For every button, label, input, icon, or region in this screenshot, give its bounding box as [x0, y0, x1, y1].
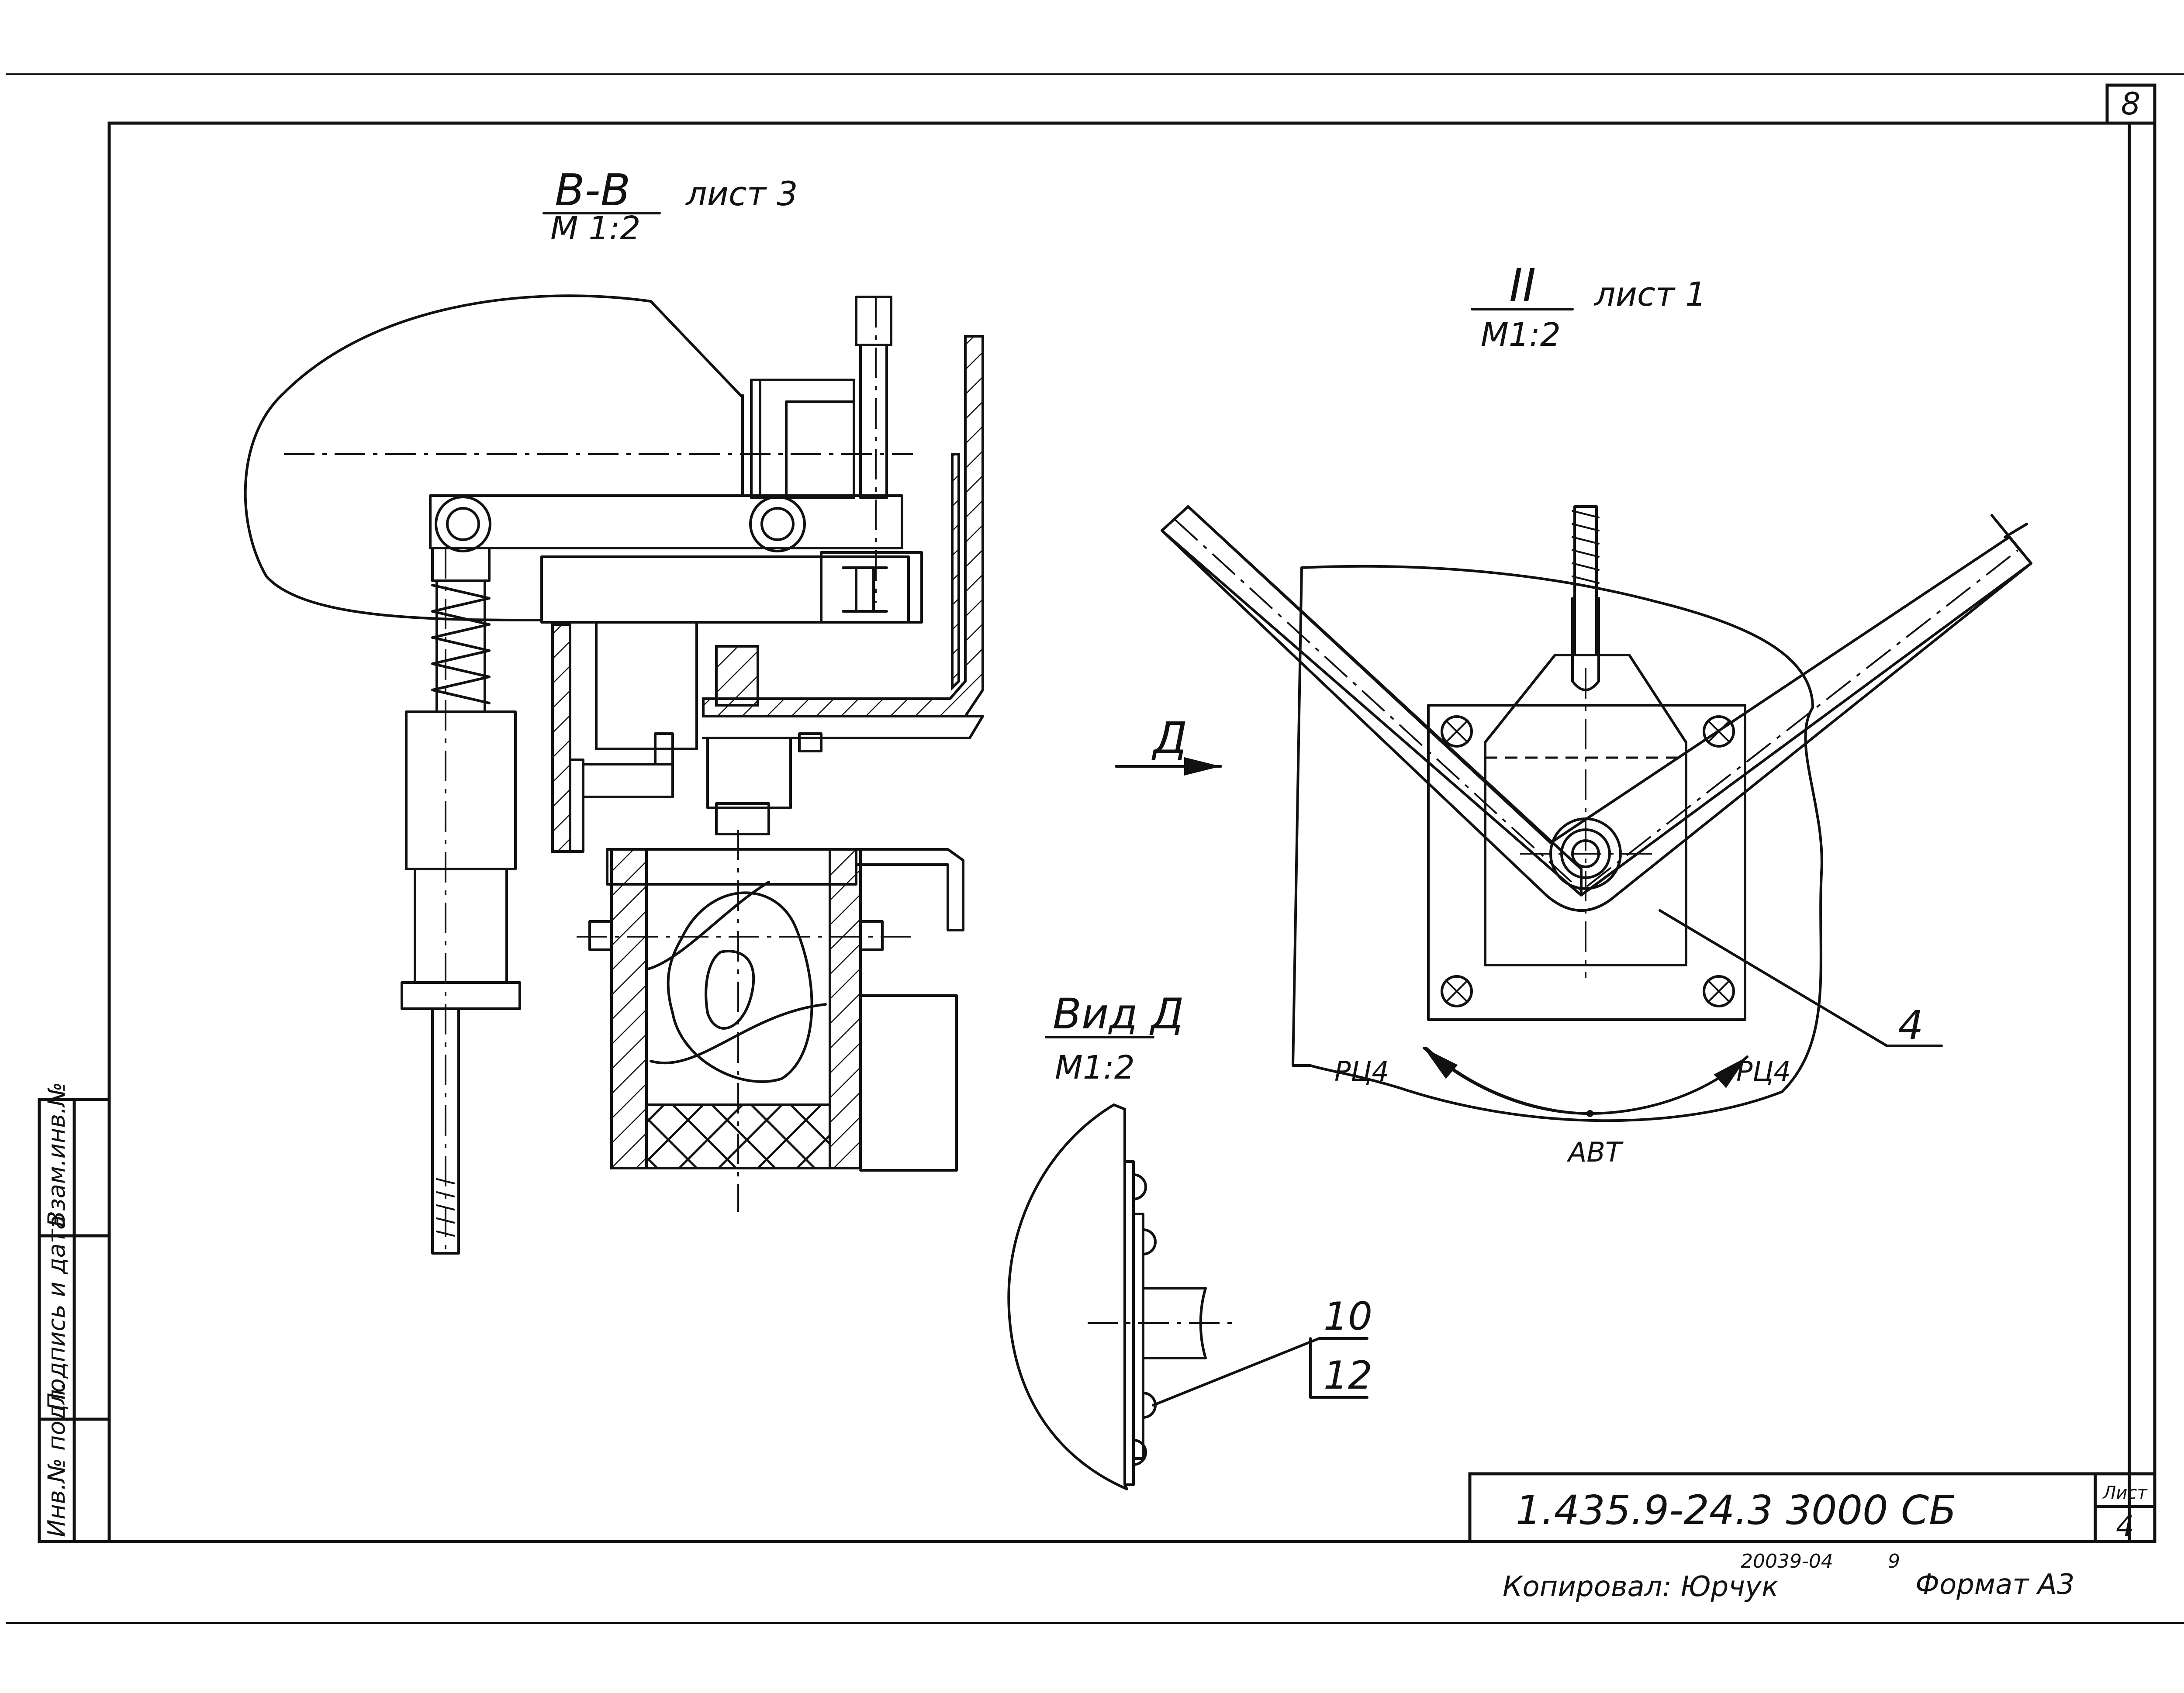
stamp-signature-date: Подпись и дата: [43, 1215, 70, 1410]
sheet-value: 4: [2116, 1510, 2134, 1543]
order-number: 20039-04: [1741, 1550, 1833, 1572]
page-number: 9: [1888, 1550, 1900, 1572]
mode-left-label: РЦ4: [1334, 1055, 1389, 1087]
section-bb-scale: М 1:2: [550, 210, 640, 247]
document-code: 1.435.9-24.3 3000 СБ: [1516, 1487, 1956, 1534]
direction-arrow-d: Д: [1115, 713, 1222, 776]
view-ii-scale: М1:2: [1481, 316, 1561, 354]
view-ii-title-text: II: [1509, 259, 1536, 312]
direction-arrow-label: Д: [1151, 713, 1187, 764]
part-10-label: 10: [1324, 1294, 1372, 1339]
copied-by: Копировал: Юрчук: [1503, 1571, 1779, 1603]
mode-center-label: АВТ: [1566, 1136, 1624, 1168]
view-d-title-text: Вид Д: [1053, 990, 1184, 1038]
format-label: Формат А3: [1915, 1569, 2075, 1601]
view-d-drawing: 10 12: [1007, 1103, 1372, 1490]
side-stamp: [38, 1098, 111, 1543]
part-4-label: 4: [1898, 1002, 1924, 1049]
part-12-label: 12: [1324, 1353, 1372, 1398]
mode-right-label: РЦ4: [1736, 1055, 1791, 1087]
title-block: [1468, 1472, 2156, 1543]
sheet-number: 8: [2121, 86, 2141, 122]
sheet-number-box: [2105, 83, 2156, 125]
view-ii-sheet-ref: лист 1: [1593, 275, 1707, 314]
section-bb-title: В-В лист 3 М 1:2: [543, 165, 798, 247]
view-d-scale: М1:2: [1055, 1049, 1135, 1086]
sheet-label: Лист: [2102, 1483, 2148, 1503]
stamp-inventory-original: Инв.№ подл.: [43, 1382, 70, 1537]
stamp-replaced-inventory: Взам.инв.№: [43, 1082, 70, 1227]
section-bb-title-text: В-В: [555, 165, 630, 216]
sheet-frame: [6, 73, 2184, 1624]
view-ii-drawing: 4 РЦ4 РЦ4 АВТ: [1161, 505, 2032, 1168]
section-bb-sheet-ref: лист 3: [685, 174, 798, 213]
view-ii-title: II лист 1 М1:2: [1471, 259, 1707, 354]
view-d-title: Вид Д М1:2: [1045, 990, 1184, 1086]
section-bb-drawing: [244, 294, 984, 1255]
